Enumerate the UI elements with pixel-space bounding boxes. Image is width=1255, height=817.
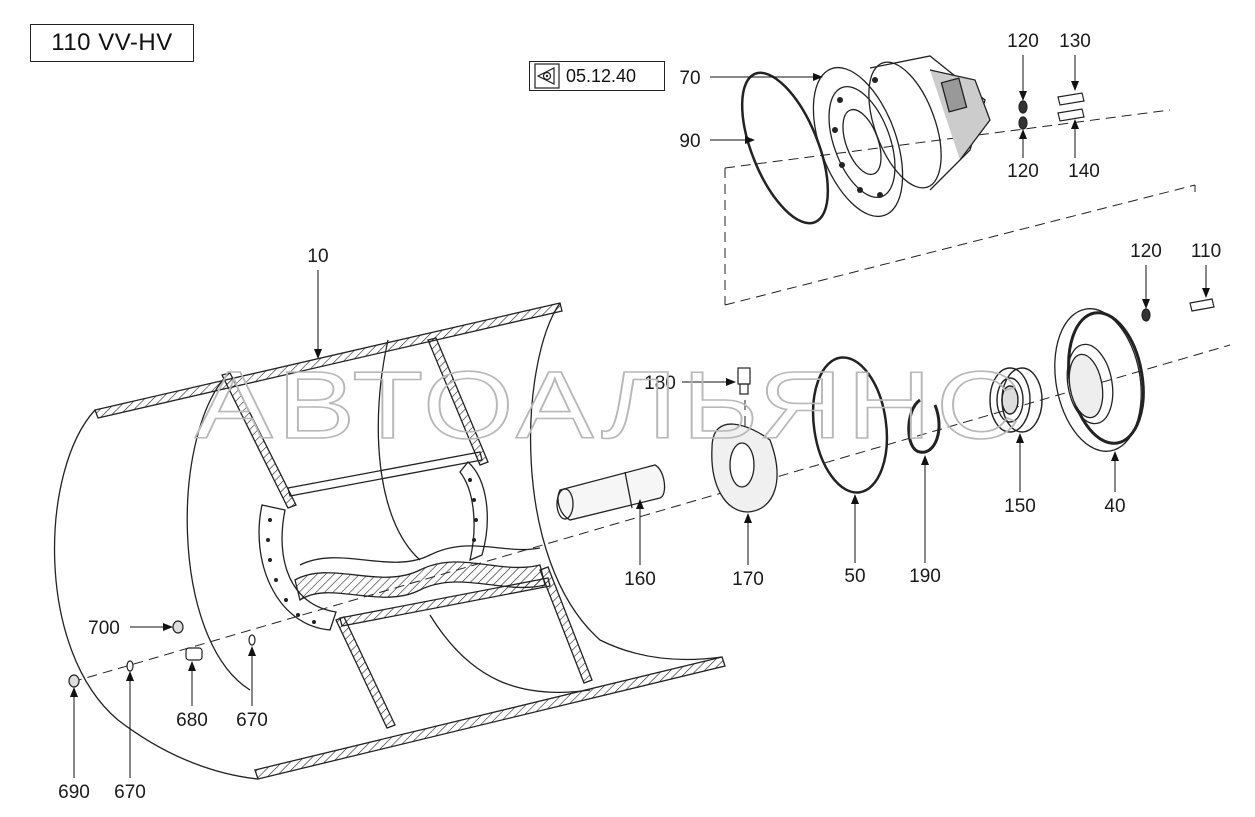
callout-110: 110 [1191, 241, 1221, 262]
callout-120-top: 120 [1007, 31, 1039, 52]
callout-680: 680 [176, 710, 208, 731]
view-reference-code: 05.12.40 [566, 65, 637, 86]
callout-70: 70 [679, 68, 700, 89]
callout-140: 140 [1068, 161, 1100, 182]
part-70-gear-motor [812, 55, 991, 218]
part-190-retaining-ring [907, 398, 941, 454]
watermark: АВТОАЛЬЯНС [195, 352, 1025, 459]
callout-130: 130 [1059, 31, 1091, 52]
fittings-left [68, 620, 256, 688]
fasteners-right [1141, 298, 1215, 322]
part-170-clamp-collar [711, 423, 778, 513]
callout-90: 90 [679, 131, 700, 152]
leader-lines [70, 55, 1210, 778]
callout-40: 40 [1104, 496, 1125, 517]
callout-50: 50 [844, 566, 865, 587]
callout-labels: 10 40 50 70 90 110 120 120 120 130 140 1… [58, 31, 1221, 803]
callout-670-left: 670 [114, 782, 146, 803]
callout-190: 190 [909, 566, 941, 587]
part-50-o-ring [811, 356, 889, 494]
part-90-o-ring [740, 71, 830, 225]
callout-170: 170 [732, 569, 764, 590]
part-40-flange [1054, 308, 1145, 452]
part-150-bearing [989, 367, 1043, 433]
callout-10: 10 [307, 246, 328, 267]
part-180-screw [737, 367, 751, 395]
assembly-axis [71, 109, 1231, 683]
callout-120-right: 120 [1130, 241, 1162, 262]
callout-180: 180 [644, 373, 676, 394]
model-title: 110 VV-HV [51, 29, 173, 56]
callout-700: 700 [88, 618, 120, 639]
model-title-box: 110 VV-HV [30, 24, 194, 62]
view-reference-link[interactable]: 05.12.40 [529, 61, 665, 91]
callout-160: 160 [624, 569, 656, 590]
fasteners-top [1018, 92, 1085, 130]
view-reference-icon [534, 63, 560, 89]
part-160-shaft [556, 464, 666, 521]
callout-690: 690 [58, 782, 90, 803]
callout-120-mid: 120 [1007, 161, 1039, 182]
callout-150: 150 [1004, 496, 1036, 517]
callout-670-mid: 670 [236, 710, 268, 731]
drum-assembly [53, 302, 726, 780]
